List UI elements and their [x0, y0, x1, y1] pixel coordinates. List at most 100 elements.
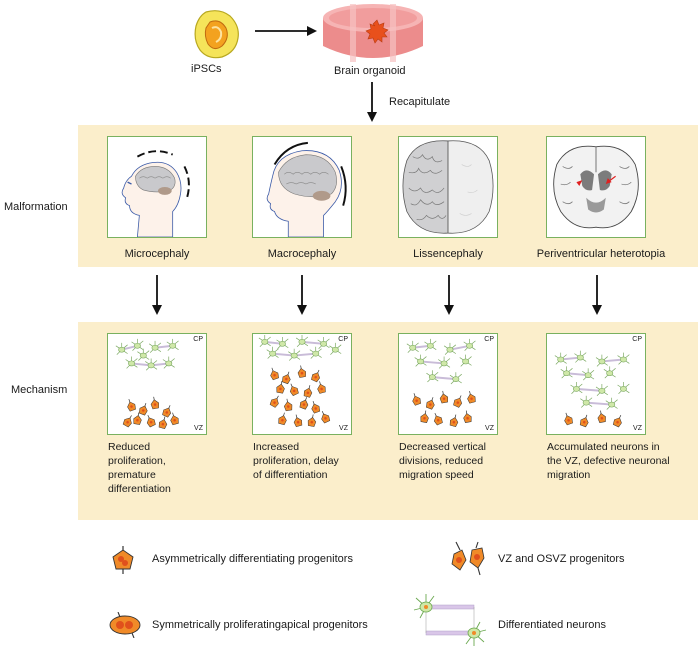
ipsc-cell-icon [192, 8, 242, 60]
neuron-glyph [560, 366, 573, 379]
neuron-glyph [582, 368, 595, 381]
cp-label: CP [193, 336, 203, 343]
neuron-glyph [166, 338, 179, 351]
description-line: the VZ, defective neuronal [547, 455, 670, 467]
symmetric-progenitor-icon [108, 611, 142, 639]
recapitulate-label: Recapitulate [389, 96, 451, 108]
neuron-glyph [426, 370, 439, 383]
neuron-glyph [617, 382, 630, 395]
legend-label-neurons: Differentiated neurons [498, 619, 607, 631]
progenitor-glyph [453, 395, 463, 408]
macrocephaly-image [252, 136, 352, 238]
progenitor-glyph [579, 414, 589, 428]
mechanism-description-heterotopia: Accumulated neurons in the VZ, defective… [547, 440, 692, 482]
progenitor-glyph [283, 398, 293, 412]
down-arrow-1 [151, 275, 163, 315]
progenitor-glyph [281, 371, 291, 385]
description-line: proliferation, [108, 455, 166, 467]
description-line: of differentiation [253, 469, 328, 481]
recapitulate-arrow [366, 82, 378, 122]
progenitor-glyph [127, 399, 136, 412]
description-line: proliferation, delay [253, 455, 339, 467]
vz-label: VZ [339, 425, 348, 432]
mechanism-description-microcephaly: Reduced proliferation, premature differe… [108, 440, 243, 496]
progenitor-glyph [270, 367, 279, 381]
mechanism-row-label: Mechanism [11, 384, 68, 396]
brain-organoid-dish-icon [318, 0, 428, 70]
neuron-glyph [295, 335, 309, 348]
neuron-glyph [570, 382, 583, 395]
macrocephaly-caption: Macrocephaly [267, 248, 337, 260]
progenitor-glyph [317, 381, 326, 394]
axon [576, 387, 602, 392]
periventricular-heterotopia-image [546, 136, 646, 238]
progenitor-glyph [412, 393, 422, 406]
description-line: Increased [253, 441, 300, 453]
progenitor-glyph [289, 383, 299, 396]
progenitor-glyph [311, 369, 320, 383]
neuron-glyph [329, 342, 342, 355]
axon [432, 376, 456, 381]
neuron-glyph [406, 340, 419, 353]
description-line: divisions, reduced [399, 455, 484, 467]
vz-label: VZ [194, 425, 203, 432]
differentiated-neurons-icon [412, 590, 488, 650]
down-arrow-4 [591, 275, 603, 315]
neuron-glyph [414, 354, 427, 367]
neuron-glyph [459, 354, 472, 367]
neuron-glyph [617, 352, 630, 365]
neuron-glyph [438, 356, 451, 369]
neuron-glyph [309, 346, 322, 359]
description-line: differentiation [108, 483, 171, 495]
neuron-glyph [148, 340, 162, 353]
mechanism-microcephaly-frame: CP VZ [107, 333, 207, 435]
malformation-row-label: Malformation [4, 201, 68, 213]
mechanism-heterotopia-frame: CP VZ [546, 333, 646, 435]
progenitor-glyph [321, 411, 331, 424]
neuron-glyph [317, 336, 330, 349]
progenitor-glyph [162, 405, 172, 418]
progenitor-glyph [612, 414, 622, 428]
neuron-glyph [603, 366, 616, 379]
cp-label: CP [338, 336, 348, 343]
progenitor-glyph [463, 410, 472, 423]
ipsc-to-organoid-arrow [255, 24, 317, 36]
description-line: Accumulated neurons in [547, 441, 660, 453]
neuron-glyph [125, 356, 138, 369]
neuron-glyph [580, 395, 593, 408]
neuron-glyph [595, 384, 608, 397]
progenitor-glyph [150, 396, 159, 410]
mechanism-description-macrocephaly: Increased proliferation, delay of differ… [253, 440, 388, 482]
down-arrow-3 [443, 275, 455, 315]
description-line: Reduced [108, 441, 151, 453]
description-line: premature [108, 469, 156, 481]
mechanism-lissencephaly-frame: CP VZ [398, 333, 498, 435]
neuron-glyph [554, 352, 567, 365]
lissencephaly-caption: Lissencephaly [413, 248, 483, 260]
neuron-glyph [145, 358, 158, 371]
progenitor-glyph [425, 397, 435, 410]
periventricular-heterotopia-caption: Periventricular heterotopia [536, 248, 666, 260]
neuron-glyph [595, 354, 608, 367]
progenitor-glyph [307, 414, 317, 427]
progenitor-glyph [170, 412, 179, 426]
progenitor-glyph [439, 390, 449, 404]
mechanism-description-lissencephaly: Decreased vertical divisions, reduced mi… [399, 440, 534, 482]
axon [272, 352, 295, 357]
progenitor-glyph [303, 385, 313, 398]
progenitor-glyph [122, 415, 132, 428]
neuron-glyph [258, 335, 271, 348]
progenitor-glyph [293, 414, 303, 428]
progenitor-glyph [158, 416, 168, 430]
neuron-glyph [605, 397, 618, 410]
axon [566, 372, 589, 377]
vz-label: VZ [485, 425, 494, 432]
progenitor-glyph [467, 391, 476, 404]
progenitor-glyph [311, 401, 321, 414]
description-line: migration [547, 469, 591, 481]
ipsc-label: iPSCs [191, 63, 222, 75]
neuron-glyph [443, 342, 457, 355]
progenitor-glyph [133, 412, 142, 425]
neuron-glyph [162, 356, 175, 369]
axon [294, 352, 316, 357]
